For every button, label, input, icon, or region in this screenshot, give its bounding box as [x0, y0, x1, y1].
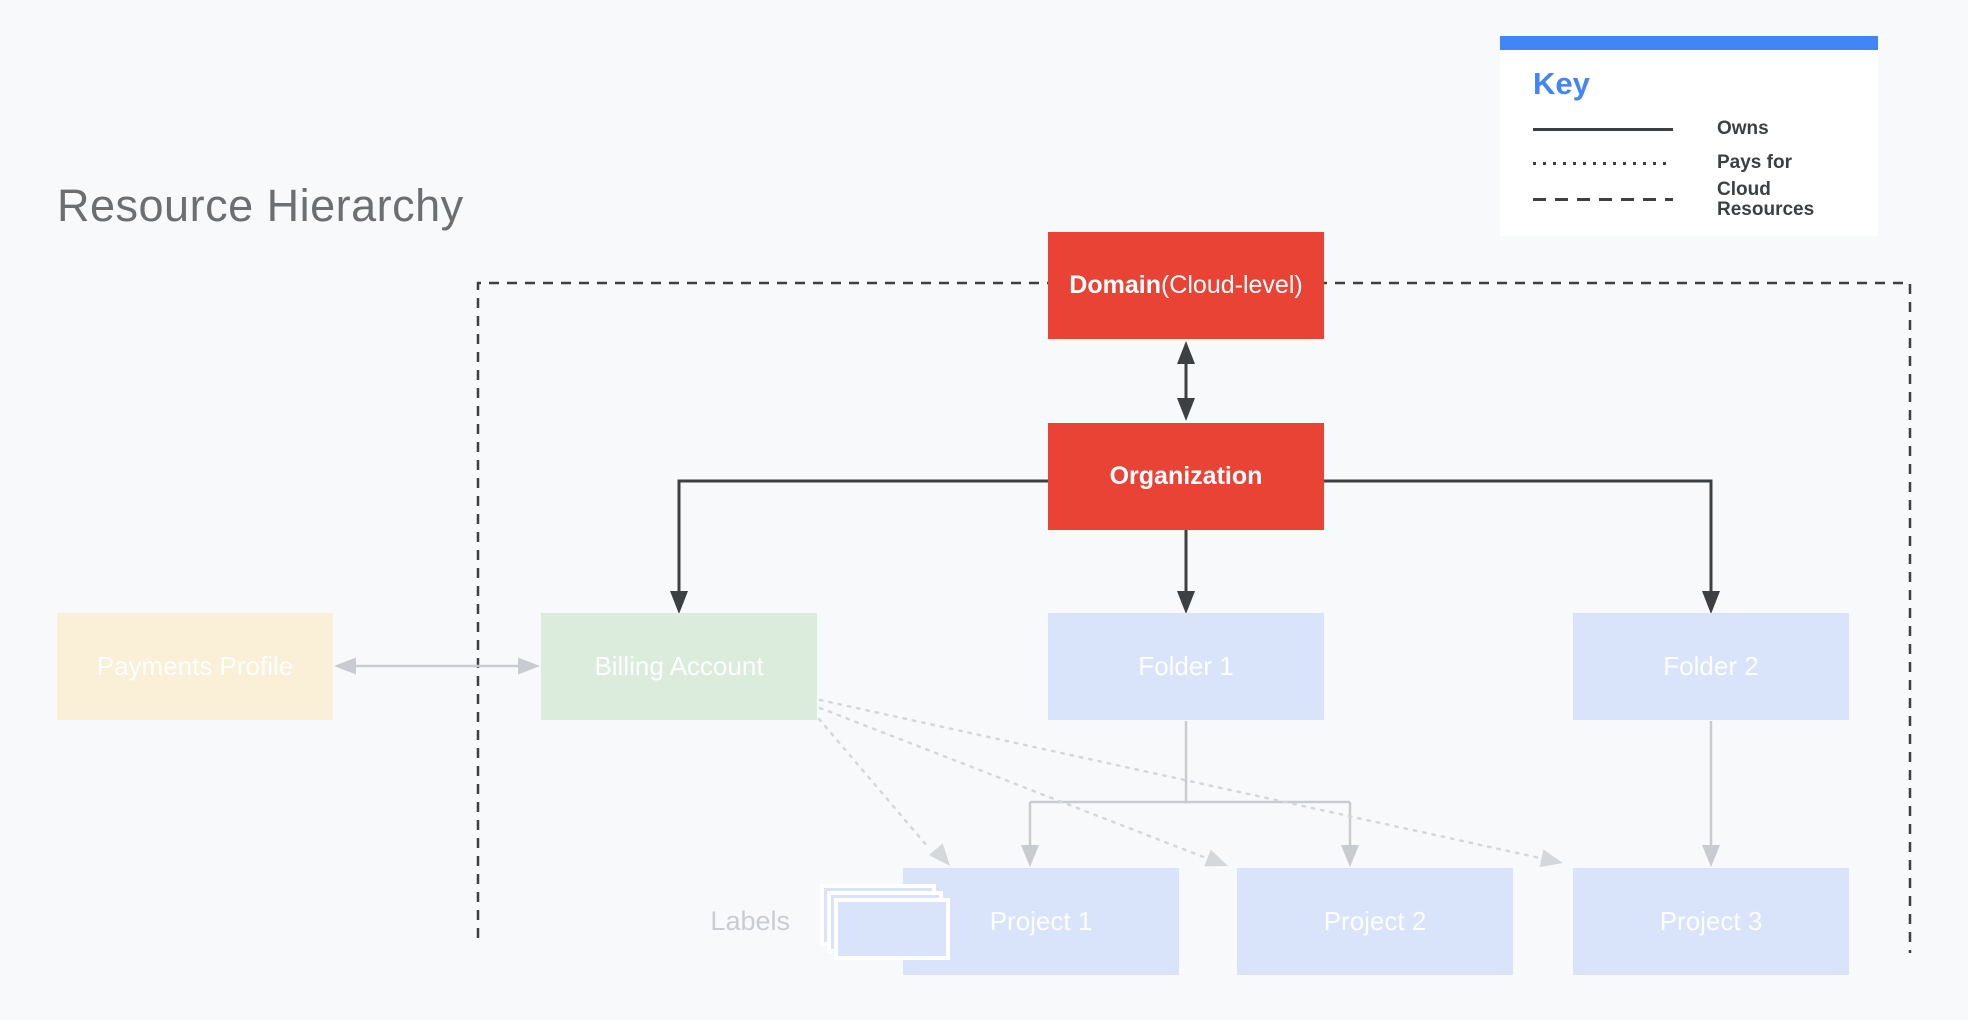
domain-organization-arrow: [1177, 341, 1195, 421]
billing-account-node: Billing Account: [541, 613, 817, 720]
folder-1-node-label: Folder 1: [1138, 651, 1234, 681]
folder-1-node: Folder 1: [1048, 613, 1324, 720]
organization-node: Organization: [1048, 423, 1324, 530]
legend-label-owns: Owns: [1717, 118, 1769, 140]
legend-row-cloud-resources: Cloud Resources: [1533, 180, 1878, 220]
page-title: Resource Hierarchy: [57, 180, 464, 231]
domain-node-label-bold: Domain: [1069, 271, 1161, 299]
project-2-node-label: Project 2: [1323, 906, 1427, 936]
labels-card-front: [834, 898, 950, 960]
organization-node-label: Organization: [1109, 462, 1263, 490]
dashed-line-sample: [1533, 198, 1673, 202]
key-heading: Key: [1533, 66, 1590, 101]
solid-line-sample: [1533, 127, 1673, 131]
billing-pays-for-lines: [817, 698, 1563, 868]
project-3-node: Project 3: [1573, 868, 1849, 975]
legend-row-pays-for: Pays for: [1533, 146, 1878, 180]
domain-node-label-rest: (Cloud-level): [1160, 271, 1303, 299]
project-1-node-label: Project 1: [989, 906, 1093, 936]
legend-row-owns: Owns: [1533, 112, 1878, 146]
folder1-children-lines: [1021, 721, 1359, 867]
project-2-node: Project 2: [1237, 868, 1513, 975]
folder2-child-line: [1702, 721, 1720, 867]
legend-label-cloud-resources: Cloud Resources: [1717, 179, 1815, 220]
legend-label-pays-for: Pays for: [1717, 152, 1792, 174]
key-legend: Key Owns Pays for Cloud Resources: [1500, 36, 1878, 236]
billing-account-node-label: Billing Account: [594, 651, 764, 681]
project-3-node-label: Project 3: [1659, 906, 1763, 936]
dotted-line-sample: [1533, 161, 1673, 165]
folder-2-node: Folder 2: [1573, 613, 1849, 720]
payments-profile-node-label: Payments Profile: [96, 651, 294, 681]
folder-2-node-label: Folder 2: [1663, 651, 1759, 681]
labels-caption: Labels: [710, 906, 790, 936]
key-accent-bar: [1500, 36, 1878, 50]
payments-billing-arrow: [334, 657, 540, 675]
domain-node: Domain (Cloud-level): [1048, 232, 1324, 339]
organization-owns-lines: [670, 479, 1720, 614]
payments-profile-node: Payments Profile: [57, 613, 333, 720]
